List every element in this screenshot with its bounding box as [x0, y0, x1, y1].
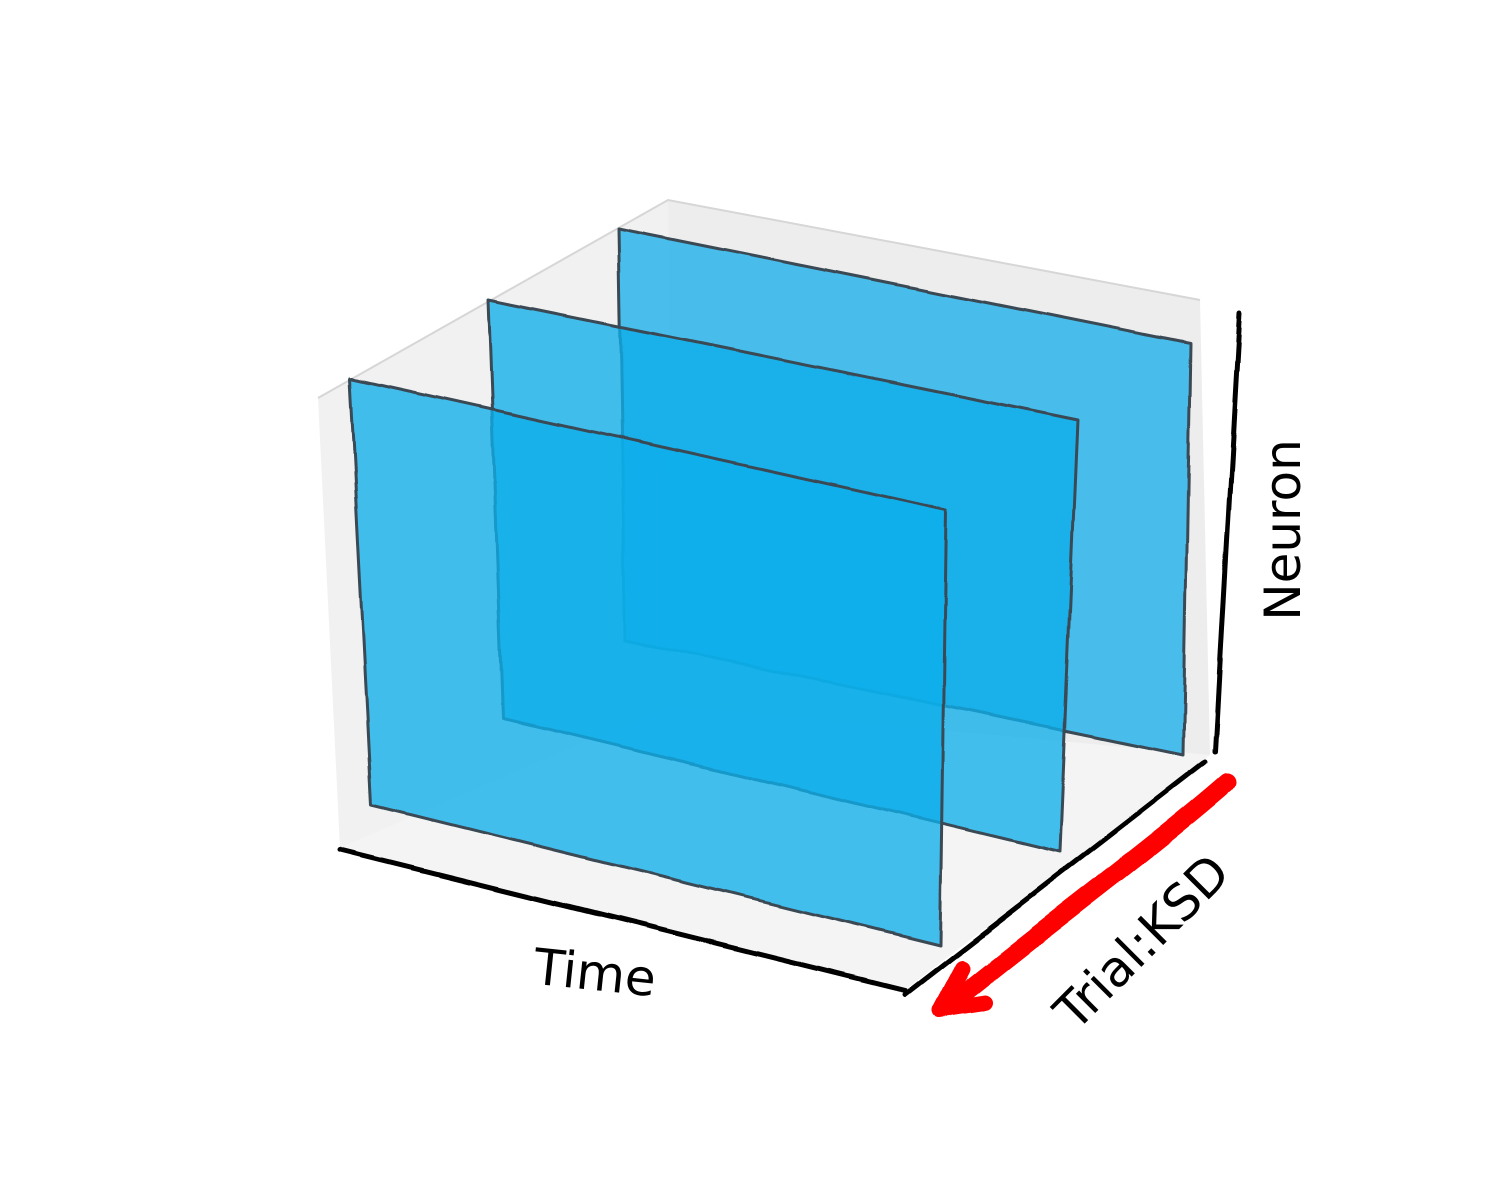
trial-axis-line	[902, 759, 1208, 997]
slices	[348, 226, 1192, 947]
trial-arrow	[932, 773, 1237, 1018]
box-edge-lines	[317, 198, 1201, 399]
neuron-axis-line	[1212, 309, 1243, 755]
axis-lines	[337, 309, 1243, 997]
trial-arrow-head	[932, 960, 993, 1018]
front-slice	[348, 376, 948, 947]
time-axis-line	[337, 847, 908, 993]
neuron-axis-label: Neuron	[1254, 439, 1312, 621]
trial-axis-label: Trial:KSD	[1042, 843, 1241, 1042]
time-axis-label: Time	[530, 938, 659, 1009]
trial-arrow-shaft	[946, 773, 1237, 1009]
